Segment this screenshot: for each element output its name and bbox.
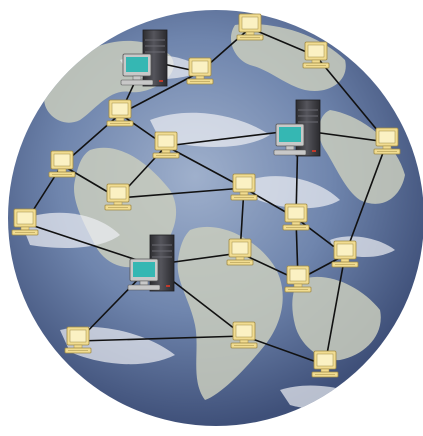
server-workstation-icon <box>273 99 321 157</box>
terminal-computer-icon <box>104 183 132 211</box>
terminal-computer-icon <box>373 127 401 155</box>
network-link <box>315 55 388 143</box>
earth-globe <box>8 10 423 426</box>
terminal-computer-icon <box>284 265 312 293</box>
terminal-computer-icon <box>48 150 76 178</box>
terminal-computer-icon <box>152 131 180 159</box>
terminal-computer-icon <box>11 208 39 236</box>
network-link <box>119 71 201 115</box>
terminal-computer-icon <box>106 99 134 127</box>
terminal-computer-icon <box>236 13 264 41</box>
network-link <box>243 335 326 366</box>
terminal-computer-icon <box>186 57 214 85</box>
network-link <box>77 335 245 342</box>
terminal-computer-icon <box>64 326 92 354</box>
network-link <box>344 141 388 256</box>
terminal-computer-icon <box>230 173 258 201</box>
terminal-computer-icon <box>230 321 258 349</box>
server-workstation-icon <box>120 29 168 87</box>
network-link <box>24 222 153 266</box>
server-workstation-icon <box>127 234 175 292</box>
terminal-computer-icon <box>302 41 330 69</box>
terminal-computer-icon <box>226 238 254 266</box>
terminal-computer-icon <box>331 240 359 268</box>
network-link <box>324 254 346 366</box>
network-link <box>117 187 245 199</box>
network-nodes <box>11 13 401 378</box>
terminal-computer-icon <box>311 350 339 378</box>
terminal-computer-icon <box>282 203 310 231</box>
